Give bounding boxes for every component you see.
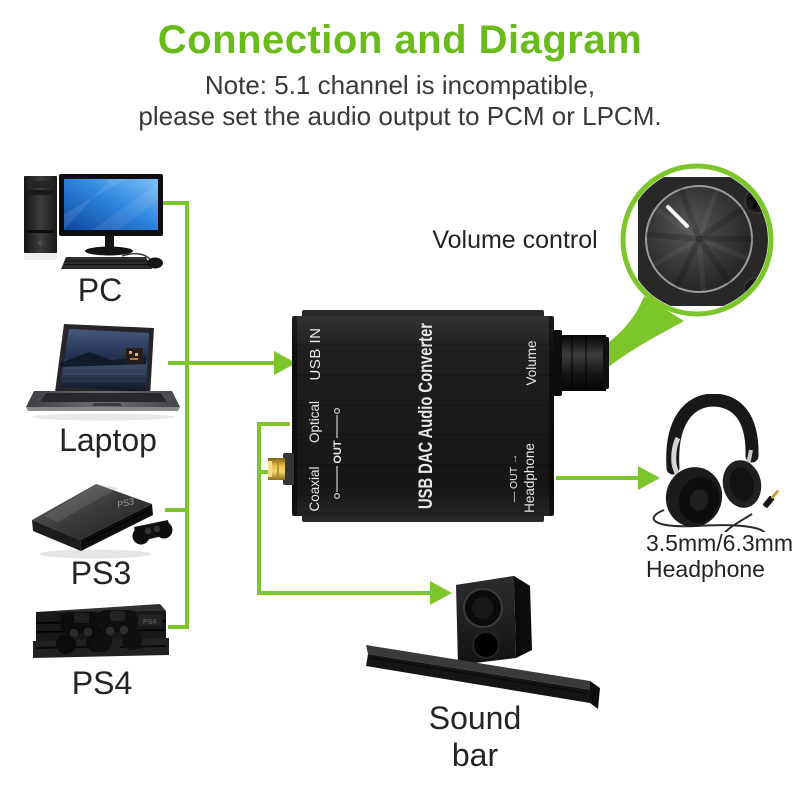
converter-headphone-out-label: — OUT → <box>508 454 520 503</box>
headphone-plug-icon <box>763 489 780 508</box>
subwoofer <box>456 576 532 665</box>
pc-keyboard <box>61 257 152 269</box>
converter-usb-in-label: USB IN <box>307 327 324 380</box>
ps4-illustration: PS4 <box>33 604 169 658</box>
headphone-size-label: 3.5mm/6.3mm <box>646 530 793 556</box>
ps4-controller-right <box>92 610 142 652</box>
converter-coaxial-label: Coaxial <box>307 466 322 511</box>
pc-monitor <box>59 174 163 256</box>
converter-name-label: USB DAC Audio Converter <box>416 323 437 509</box>
knob-indicator-mark <box>666 205 689 228</box>
headphone-right-cup <box>722 449 762 508</box>
note-line-1: Note: 5.1 channel is incompatible, <box>204 70 596 100</box>
converter-headphone-label: Headphone <box>522 443 537 513</box>
coaxial-rca-jack <box>268 453 294 485</box>
converter-body <box>292 310 554 522</box>
page-title: Connection and Diagram <box>157 18 643 62</box>
callout-wedge <box>595 296 684 369</box>
converter-arrowhead-icon <box>274 351 296 375</box>
converter-volume-label: Volume <box>524 340 539 385</box>
converter-panel-text: USB IN Optical Coaxial OUT USB DAC Audio… <box>307 323 539 513</box>
headphone-headband <box>666 394 759 475</box>
headphones-illustration <box>652 394 780 532</box>
pc-label: PC <box>77 272 123 308</box>
pc-mouse <box>121 252 163 269</box>
soundbar-arrowhead-icon <box>430 581 452 605</box>
callout-knob <box>645 185 753 293</box>
note-line-2: please set the audio output to PCM or LP… <box>138 101 662 131</box>
pc-tower <box>24 176 57 260</box>
soundbar-label: Sound bar <box>428 700 522 773</box>
ps3-label: PS3 <box>70 555 132 591</box>
ps3-controller <box>132 520 173 545</box>
ps4-label: PS4 <box>71 665 133 701</box>
headphone-cable <box>652 509 766 532</box>
dac-converter-illustration: USB IN Optical Coaxial OUT USB DAC Audio… <box>268 310 609 522</box>
ps3-console-logo: PS3 <box>116 496 135 510</box>
ps3-illustration: PS3 <box>32 484 173 559</box>
soundbar-bar <box>366 645 600 709</box>
ps3-shadow <box>39 549 151 559</box>
laptop-base <box>26 391 180 421</box>
volume-control-label: Volume control <box>432 226 598 254</box>
headphone-arrowhead-icon <box>638 466 660 490</box>
pc-illustration <box>24 174 163 269</box>
soundbar-illustration <box>366 576 600 709</box>
headphone-output-label: 3.5mm/6.3mm Headphone <box>646 530 796 582</box>
converter-optical-label: Optical <box>307 401 322 443</box>
laptop-illustration <box>26 324 180 421</box>
laptop-label: Laptop <box>59 422 157 458</box>
headphone-left-cup <box>665 436 723 527</box>
volume-knob <box>553 330 609 396</box>
laptop-screen <box>55 324 154 397</box>
ps3-console: PS3 <box>32 484 153 551</box>
ps4-console-logo: PS4 <box>143 619 156 626</box>
converter-out-label: OUT <box>332 440 344 464</box>
volume-callout <box>620 163 774 317</box>
headphone-word-label: Headphone <box>646 556 765 582</box>
callout-ring <box>620 163 774 317</box>
note-text: Note: 5.1 channel is incompatible, pleas… <box>0 70 800 132</box>
